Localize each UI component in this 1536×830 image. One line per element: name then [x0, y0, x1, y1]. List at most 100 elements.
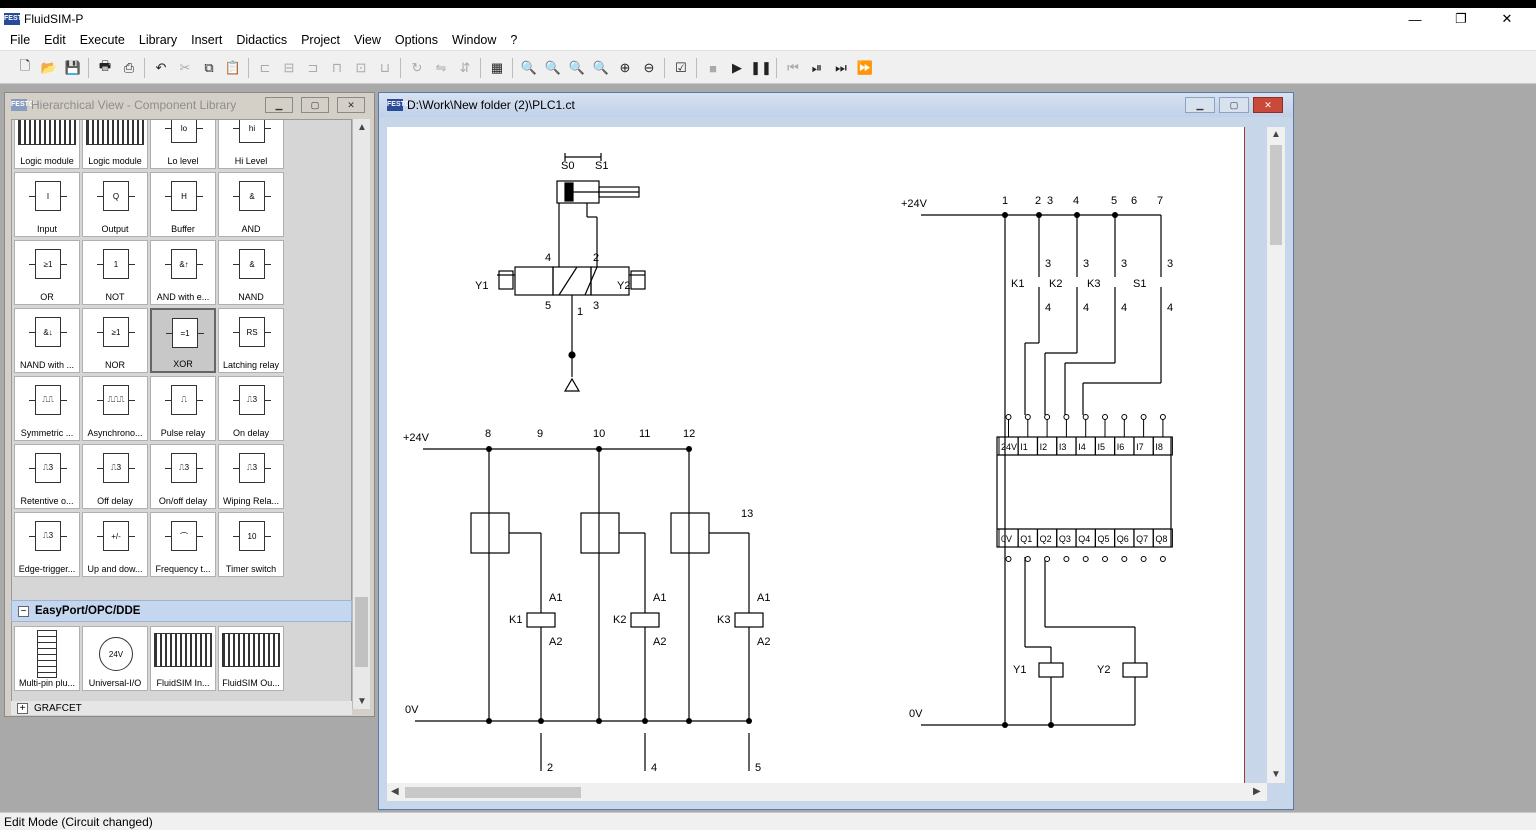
valve-left-block[interactable]	[514, 266, 554, 296]
menu-edit[interactable]: Edit	[44, 33, 66, 47]
library-item-and[interactable]: &AND	[218, 172, 284, 237]
plc-input-pin[interactable]	[1063, 414, 1070, 420]
library-item-asynchrono[interactable]: ⎍⎍⎍Asynchrono...	[82, 376, 148, 441]
align-center-icon[interactable]: ⊟	[283, 60, 295, 75]
circuit-diagram[interactable]: S0 S1 4 2 5 3 1 Y1 Y2 +24V 0V 8 9 10 11 …	[387, 127, 1245, 783]
close-button[interactable]: ✕	[1501, 11, 1513, 26]
scroll-down-icon[interactable]: ▼	[357, 695, 367, 707]
menu-help[interactable]: ?	[510, 33, 518, 47]
stop-icon[interactable]: ■	[709, 60, 717, 76]
play-icon[interactable]: ▶	[732, 60, 742, 75]
menu-options[interactable]: Options	[394, 33, 438, 47]
plc-input-pin[interactable]	[1159, 414, 1166, 420]
align-top-icon[interactable]: ⊓	[331, 60, 343, 75]
circuit-horizontal-scrollbar[interactable]: ◀ ▶	[387, 783, 1267, 801]
library-item-nand-with[interactable]: &↓NAND with ...	[14, 308, 80, 373]
relay-coil-k3[interactable]	[734, 612, 764, 628]
library-item-pulse-relay[interactable]: ⎍Pulse relay	[150, 376, 216, 441]
solenoid-coil-y1-elec[interactable]	[1038, 662, 1064, 678]
library-item-logic-module[interactable]: Logic module	[82, 120, 148, 169]
scroll-down-icon[interactable]: ▼	[1271, 769, 1281, 780]
print-icon[interactable]: ⎙	[123, 60, 135, 75]
undo-icon[interactable]: ↶	[155, 60, 167, 75]
plc-output-pin[interactable]	[1102, 556, 1108, 562]
copy-icon[interactable]: ⧉	[204, 60, 214, 75]
proximity-switch-3[interactable]	[670, 512, 710, 554]
library-maximize-button[interactable]: ▢	[301, 97, 329, 113]
align-bottom-icon[interactable]: ⊔	[379, 60, 391, 75]
scroll-thumb[interactable]	[405, 787, 581, 798]
plc-output-terminal[interactable]	[1152, 528, 1173, 548]
print-preview-icon[interactable]: 🖶	[98, 58, 112, 73]
plc-output-pin[interactable]	[1044, 556, 1051, 562]
circuit-minimize-button[interactable]: ▁	[1185, 97, 1215, 113]
menu-execute[interactable]: Execute	[79, 33, 125, 47]
zoom-fit-icon[interactable]: 🔍	[544, 60, 562, 75]
zoom-window-icon[interactable]: 🔍	[568, 60, 586, 75]
library-item-fluidsim-ou[interactable]: FluidSIM Ou...	[218, 626, 284, 691]
align-left-icon[interactable]: ⊏	[259, 60, 271, 75]
section-easyport[interactable]: − EasyPort/OPC/DDE	[11, 600, 352, 622]
scroll-left-icon[interactable]: ◀	[391, 786, 399, 797]
solenoid-coil-y2-elec[interactable]	[1122, 662, 1148, 678]
single-step-icon[interactable]: ⏯	[811, 60, 823, 75]
zoom-out-icon[interactable]: ⊖	[643, 60, 655, 75]
circuit-maximize-button[interactable]: ▢	[1219, 97, 1249, 113]
proximity-switch-2[interactable]	[580, 512, 620, 554]
cut-icon[interactable]: ✂	[179, 60, 191, 75]
zoom-previous-icon[interactable]: 🔍	[592, 60, 610, 75]
collapse-icon[interactable]: −	[18, 605, 29, 617]
relay-coil-k1[interactable]	[526, 612, 556, 628]
valve-center-block[interactable]	[552, 266, 592, 296]
library-item-logic-module[interactable]: Logic module	[14, 120, 80, 169]
library-item-and-with-e[interactable]: &↑AND with e...	[150, 240, 216, 305]
library-item-symmetric[interactable]: ⎍⎍Symmetric ...	[14, 376, 80, 441]
menu-insert[interactable]: Insert	[191, 33, 223, 47]
plc-input-pin[interactable]	[1102, 414, 1108, 420]
reset-icon[interactable]: ⏮	[787, 60, 799, 75]
plc-input-pin[interactable]	[1005, 414, 1012, 420]
mirror-v-icon[interactable]: ⇵	[459, 60, 471, 75]
plc-output-pin[interactable]	[1063, 556, 1070, 562]
menu-view[interactable]: View	[353, 33, 381, 47]
circuit-canvas[interactable]: S0 S1 4 2 5 3 1 Y1 Y2 +24V 0V 8 9 10 11 …	[387, 127, 1245, 783]
plc-output-pin[interactable]	[1121, 556, 1128, 562]
plc-input-pin[interactable]	[1082, 414, 1089, 420]
scroll-up-icon[interactable]: ▲	[357, 121, 367, 133]
grid-icon[interactable]: ▦	[490, 60, 504, 75]
circuit-vertical-scrollbar[interactable]: ▲ ▼	[1267, 127, 1285, 783]
plc-output-pin[interactable]	[1140, 556, 1147, 562]
menu-file[interactable]: File	[10, 33, 31, 47]
library-item-frequency-t[interactable]: ⌒Frequency t...	[150, 512, 216, 577]
menu-project[interactable]: Project	[301, 33, 340, 47]
scroll-right-icon[interactable]: ▶	[1253, 786, 1261, 797]
plc-input-pin[interactable]	[1121, 414, 1128, 420]
plc-output-pin[interactable]	[1024, 556, 1031, 562]
pressure-source[interactable]	[563, 377, 581, 392]
library-item-multi-pin-plu[interactable]: Multi-pin plu...	[14, 626, 80, 691]
open-folder-icon[interactable]: 📂	[40, 60, 58, 75]
plc-output-pin[interactable]	[1082, 556, 1089, 562]
check-drawing-icon[interactable]: ☑	[675, 60, 687, 75]
fast-forward-icon[interactable]: ⏩	[856, 60, 874, 75]
library-item-up-and-dow[interactable]: +/-Up and dow...	[82, 512, 148, 577]
step-to-state-icon[interactable]: ⏭	[835, 60, 847, 75]
circuit-close-button[interactable]: ✕	[1253, 97, 1283, 113]
minimize-button[interactable]: —	[1408, 11, 1422, 27]
library-item-nand[interactable]: &NAND	[218, 240, 284, 305]
menu-library[interactable]: Library	[138, 33, 178, 47]
